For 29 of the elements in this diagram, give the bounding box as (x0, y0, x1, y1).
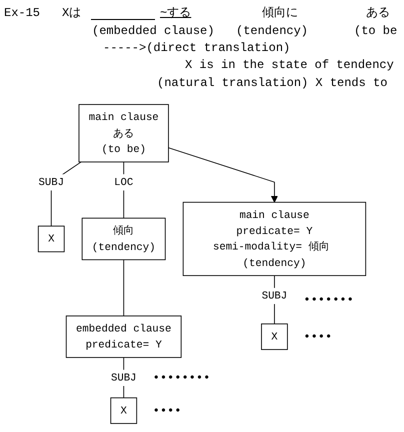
node-box: main clause predicate= Y semi-modality= 傾向 (tendency) (182, 202, 366, 276)
ellipsis-dots: ••••••• (303, 292, 354, 307)
translation-text: X is in the state of tendency (185, 58, 394, 72)
gloss-text: (to be (354, 24, 398, 38)
node-box: X (110, 397, 138, 424)
ellipsis-dots: •••• (152, 404, 182, 418)
connector (123, 162, 124, 219)
node-box: main clause ある (to be) (78, 104, 169, 162)
gloss-text: (tendency) (236, 24, 308, 38)
node-box: X (261, 323, 288, 350)
ellipsis-dots: •••• (303, 330, 332, 344)
japanese-word: 傾向に (262, 6, 298, 20)
connector (123, 259, 124, 316)
node-box: 傾向 (tendency) (82, 218, 166, 260)
ellipsis-dots: •••••••• (152, 370, 210, 385)
example-number: Ex-15 (4, 6, 40, 20)
edge-label: SUBJ (262, 289, 288, 302)
node-box: X (38, 226, 65, 252)
japanese-word: ある (366, 6, 390, 20)
edge-label: LOC (114, 176, 134, 188)
gloss-text: (embedded clause) (92, 24, 214, 38)
translation-text: ----->(direct translation) (103, 41, 290, 55)
japanese-word: Xは (62, 6, 82, 20)
arrow (168, 147, 278, 203)
edge-label: SUBJ (38, 176, 64, 188)
translation-text: (natural translation) X tends to (157, 76, 388, 90)
japanese-word: ~する (160, 6, 192, 20)
node-box: embedded clause predicate= Y (66, 316, 182, 358)
edge-label: SUBJ (110, 371, 136, 384)
